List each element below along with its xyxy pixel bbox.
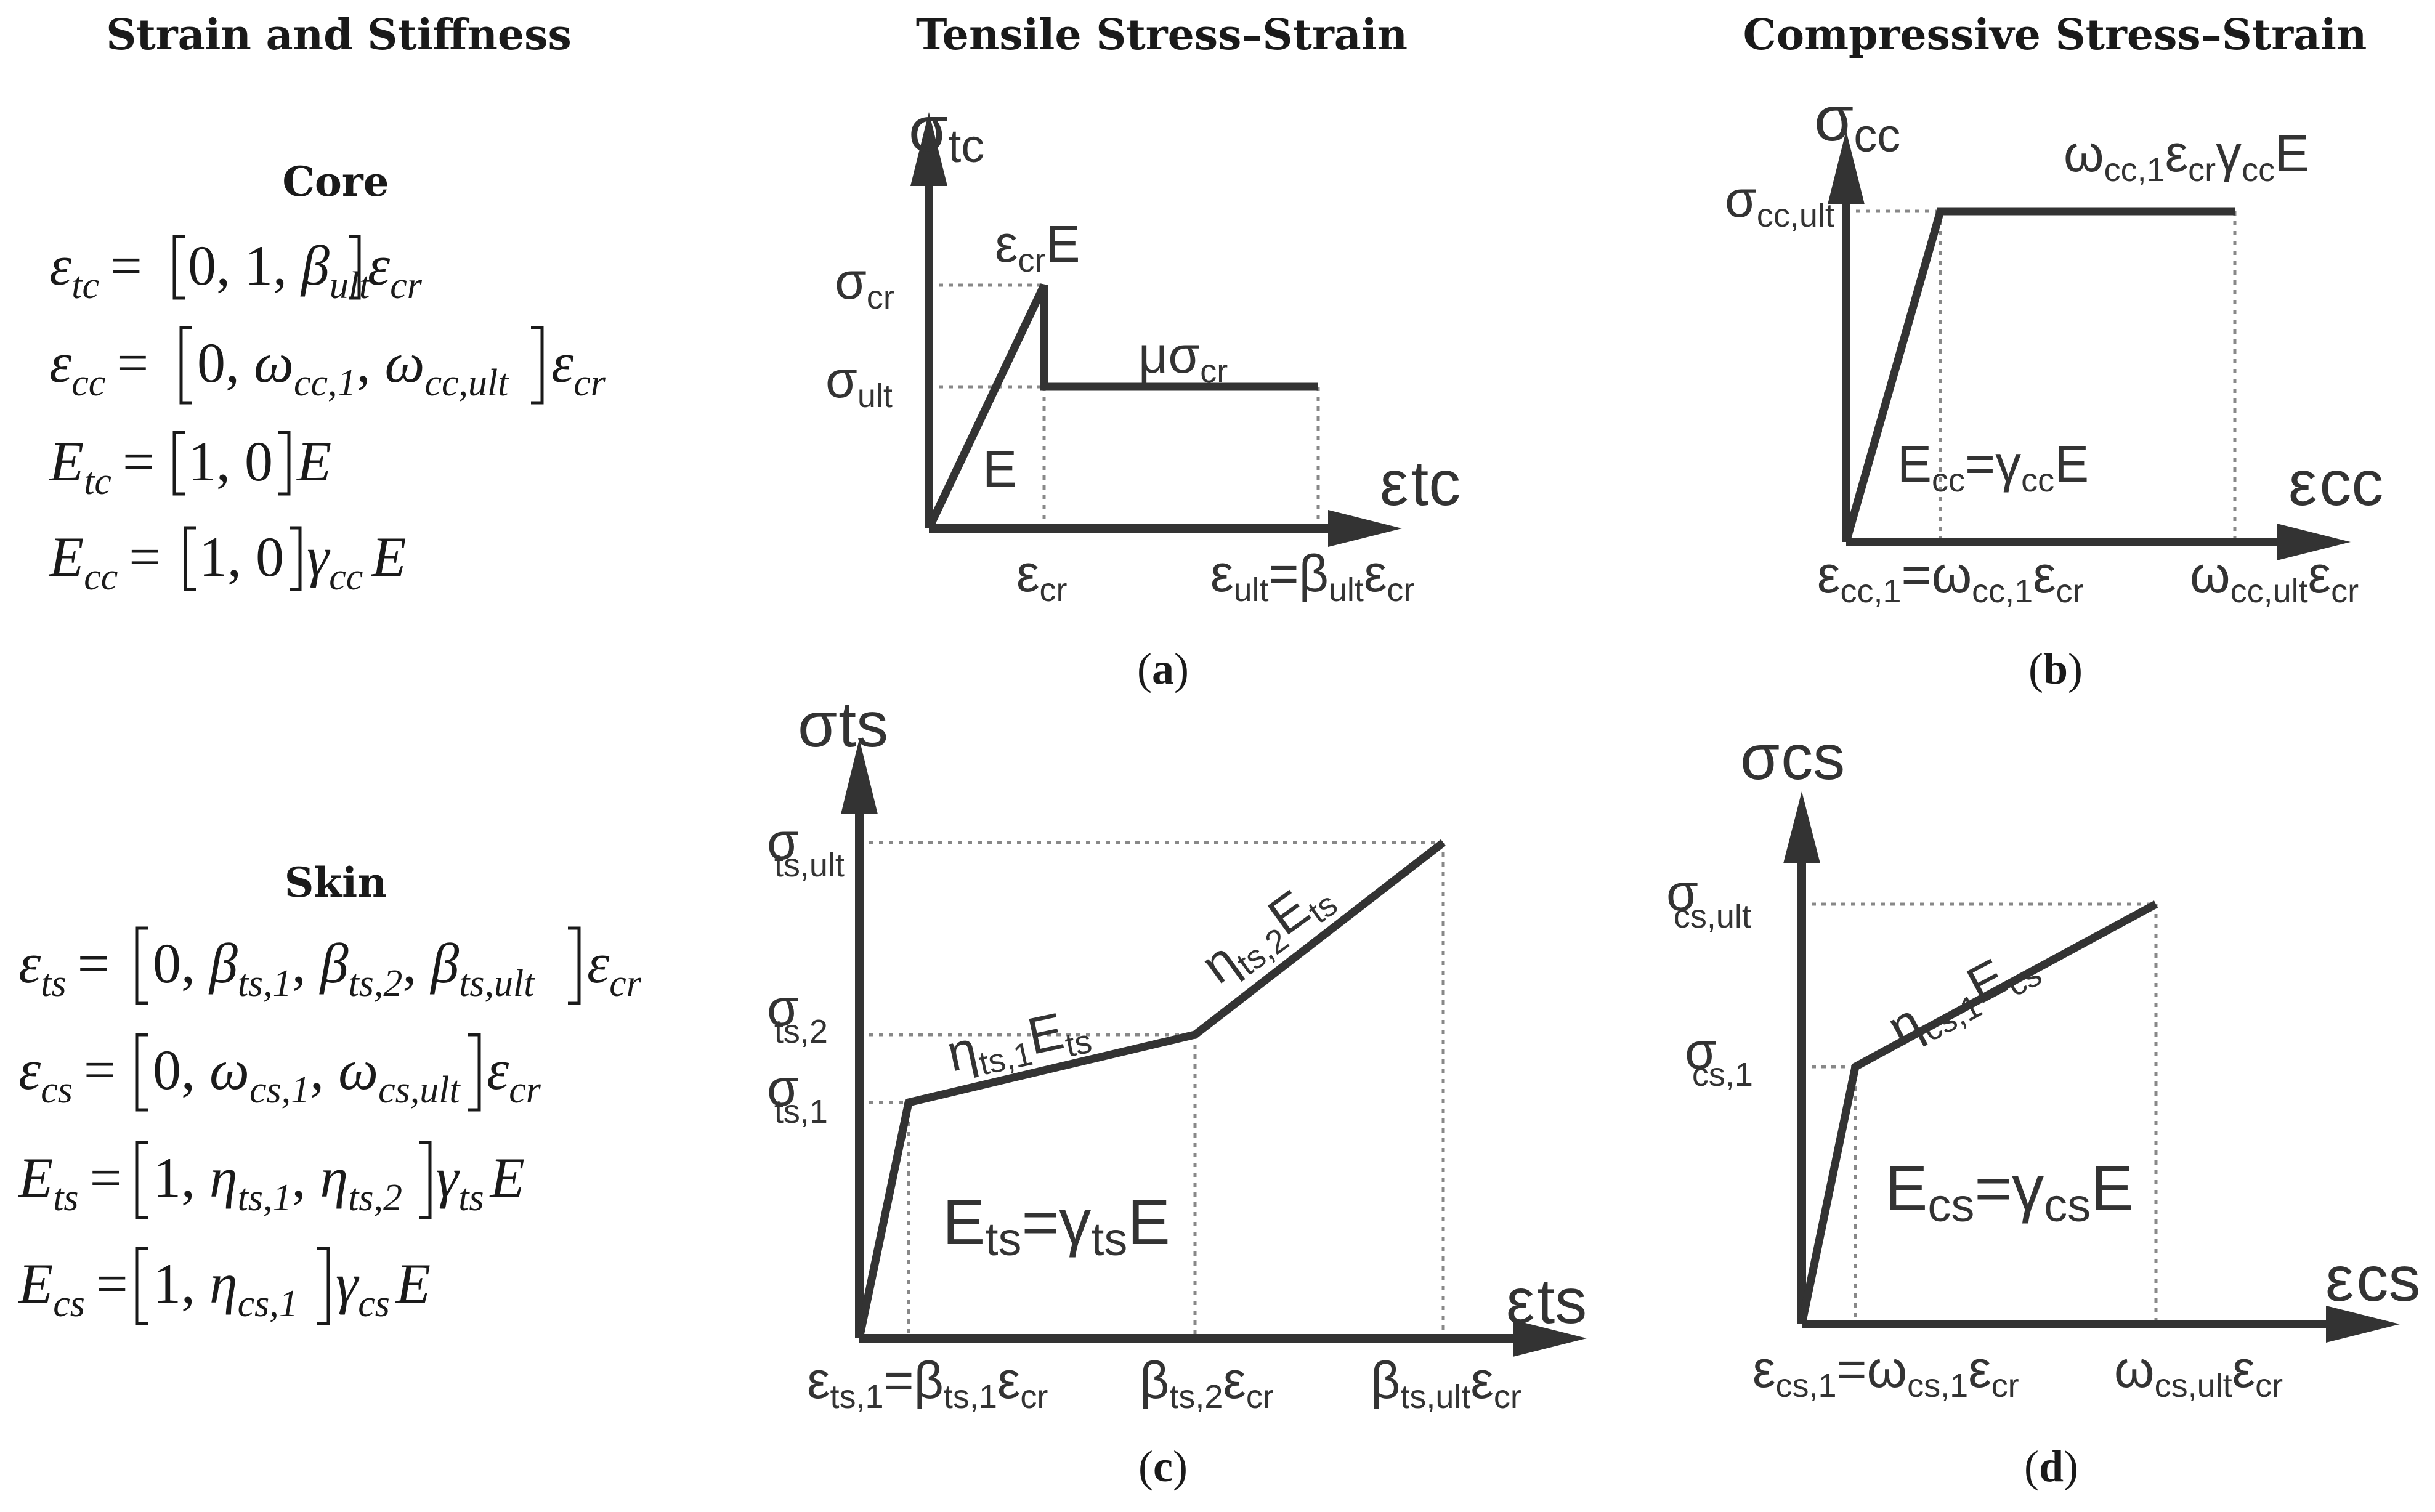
diagram-c-tensile-skin: σts εts σts,ult σts,2 σts,1 ηts,1Ets ηts… (767, 689, 1587, 1415)
label-sigma-ts-ult: σts,ult (767, 812, 845, 884)
svg-text:0, ωcs,1, ωcs,ult: 0, ωcs,1, ωcs,ult (153, 1038, 461, 1111)
label-eps-cr: εcr (1016, 544, 1067, 608)
label-modulus-ts: Ets=γtsE (942, 1187, 1170, 1266)
svg-text:Ets=: Ets= (17, 1146, 121, 1219)
stress-strain-curve (1797, 900, 2158, 1325)
equation-eps-ts: εts= 0, βts,1, βts,2, βts,ult εcr (18, 926, 642, 1005)
label-modulus-E: E (983, 440, 1017, 498)
section-core: Core (282, 158, 389, 206)
label-eps-ult: εult=βultεcr (1210, 544, 1414, 608)
y-axis-label: σcc (1814, 83, 1900, 162)
equation-eps-cs: εcs= 0, ωcs,1, ωcs,ult εcr (18, 1033, 541, 1112)
caption-c: (c) (1138, 1442, 1188, 1491)
svg-text:E: E (296, 430, 331, 493)
section-skin: Skin (285, 859, 387, 907)
x-axis-arrowhead (2326, 1306, 2400, 1343)
label-modulus-cc: Ecc=γccE (1897, 435, 2089, 499)
x-axis-label: εcs (2325, 1243, 2420, 1315)
svg-text:Etc=: Etc= (48, 430, 155, 503)
equation-eps-tc: εtc= 0, 1, βult εcr (49, 234, 423, 307)
equation-eps-cc: εcc= 0, ωcc,1, ωcc,ult εcr (49, 326, 606, 405)
x-axis-arrowhead (2277, 524, 2351, 560)
caption-d: (d) (2024, 1442, 2078, 1491)
label-eta-cs1: ηcs,1Ecs (1878, 932, 2048, 1062)
stress-strain-curve (1842, 207, 2235, 543)
stress-strain-curve (855, 839, 1446, 1340)
label-eps-ts1: εts,1=βts,1εcr (807, 1351, 1048, 1415)
x-axis-label: εts (1506, 1266, 1587, 1337)
label-plateau: ωcc,1εcrγccE (2064, 124, 2309, 188)
svg-text:εcr: εcr (551, 331, 606, 404)
diagram-a-tensile-core: σtc εtc σcr σult εcrE E μσcr εcr εult=βu… (825, 94, 1461, 608)
label-beta-ts-ult: βts,ultεcr (1371, 1351, 1521, 1415)
y-axis-label: σtc (909, 94, 984, 172)
y-axis-arrowhead (1783, 791, 1820, 863)
svg-text:Ecc=: Ecc= (48, 525, 161, 598)
label-mu-sigma-cr: μσcr (1138, 326, 1228, 390)
y-axis-label: σts (798, 689, 888, 761)
caption-b: (b) (2028, 644, 2083, 693)
label-sigma-cr: σcr (835, 252, 894, 316)
y-axis-arrowhead (910, 112, 947, 186)
label-omega-cc-ult: ωcc,ultεcr (2190, 546, 2359, 610)
svg-text:0, βts,1, βts,2, βts,ult: 0, βts,1, βts,2, βts,ult (153, 932, 535, 1005)
label-eps-cs1: εcs,1=ωcs,1εcr (1752, 1340, 2019, 1404)
equation-E-tc: Etc= 1, 0 E (48, 430, 331, 503)
x-axis-label: εtc (1380, 448, 1461, 519)
svg-text:εcs=: εcs= (18, 1038, 116, 1111)
svg-text:0, 1, βult: 0, 1, βult (188, 234, 371, 307)
header-tensile: Tensile Stress–Strain (916, 10, 1408, 60)
label-sigma-ts2: σts,2 (767, 979, 828, 1050)
x-axis-arrowhead (1513, 1320, 1587, 1357)
x-axis-arrowhead (1328, 510, 1402, 547)
svg-text:γccE: γccE (307, 525, 407, 598)
diagram-d-compressive-skin: σcs εcs σcs,ult σcs,1 ηcs,1Ecs Ecs=γcsE … (1666, 722, 2420, 1404)
caption-a: (a) (1137, 644, 1189, 693)
label-sigma-cs1: σcs,1 (1685, 1022, 1753, 1093)
svg-text:εtc=: εtc= (49, 234, 142, 307)
label-sigma-ts1: σts,1 (767, 1059, 828, 1130)
svg-text:0, ωcc,1, ωcc,ult: 0, ωcc,1, ωcc,ult (197, 331, 509, 404)
svg-text:1, ηts,1, ηts,2: 1, ηts,1, ηts,2 (153, 1146, 402, 1219)
svg-text:γcsE: γcsE (336, 1252, 431, 1325)
label-sigma-cs-ult: σcs,ult (1666, 863, 1751, 935)
y-axis-label: σcs (1740, 722, 1845, 793)
svg-text:εcr: εcr (368, 234, 423, 307)
svg-text:εcr: εcr (487, 1038, 541, 1111)
label-sigma-ult: σult (825, 350, 893, 414)
svg-text:εcr: εcr (587, 932, 642, 1005)
label-sigma-cc-ult: σcc,ult (1725, 170, 1834, 234)
svg-text:1, ηcs,1: 1, ηcs,1 (153, 1252, 298, 1325)
svg-text:εts=: εts= (18, 932, 110, 1005)
svg-text:εcc=: εcc= (49, 331, 148, 404)
label-modulus-cs: Ecs=γcsE (1885, 1153, 2133, 1232)
stress-strain-curve (925, 283, 1318, 530)
y-axis-arrowhead (841, 739, 878, 814)
svg-text:Ecs=: Ecs= (17, 1252, 128, 1325)
y-axis-arrowhead (1828, 131, 1865, 204)
label-eps-cc1: εcc,1=ωcc,1εcr (1817, 546, 2084, 610)
label-eps-cr-E: εcrE (995, 215, 1080, 279)
label-omega-cs-ult: ωcs,ultεcr (2114, 1340, 2283, 1404)
label-beta-ts2: βts,2εcr (1140, 1351, 1274, 1415)
svg-text:γtsE: γtsE (436, 1146, 525, 1219)
svg-text:1, 0: 1, 0 (188, 430, 273, 493)
header-compressive: Compressive Stress–Strain (1743, 10, 2367, 60)
label-eta-ts1: ηts,1Ets (942, 996, 1095, 1088)
header-strain-stiffness: Strain and Stiffness (106, 10, 572, 60)
x-axis-label: εcc (2288, 448, 2383, 519)
diagram-b-compressive-core: σcc εcc σcc,ult ωcc,1εcrγccE Ecc=γccE εc… (1725, 83, 2383, 610)
svg-text:1, 0: 1, 0 (199, 525, 284, 588)
